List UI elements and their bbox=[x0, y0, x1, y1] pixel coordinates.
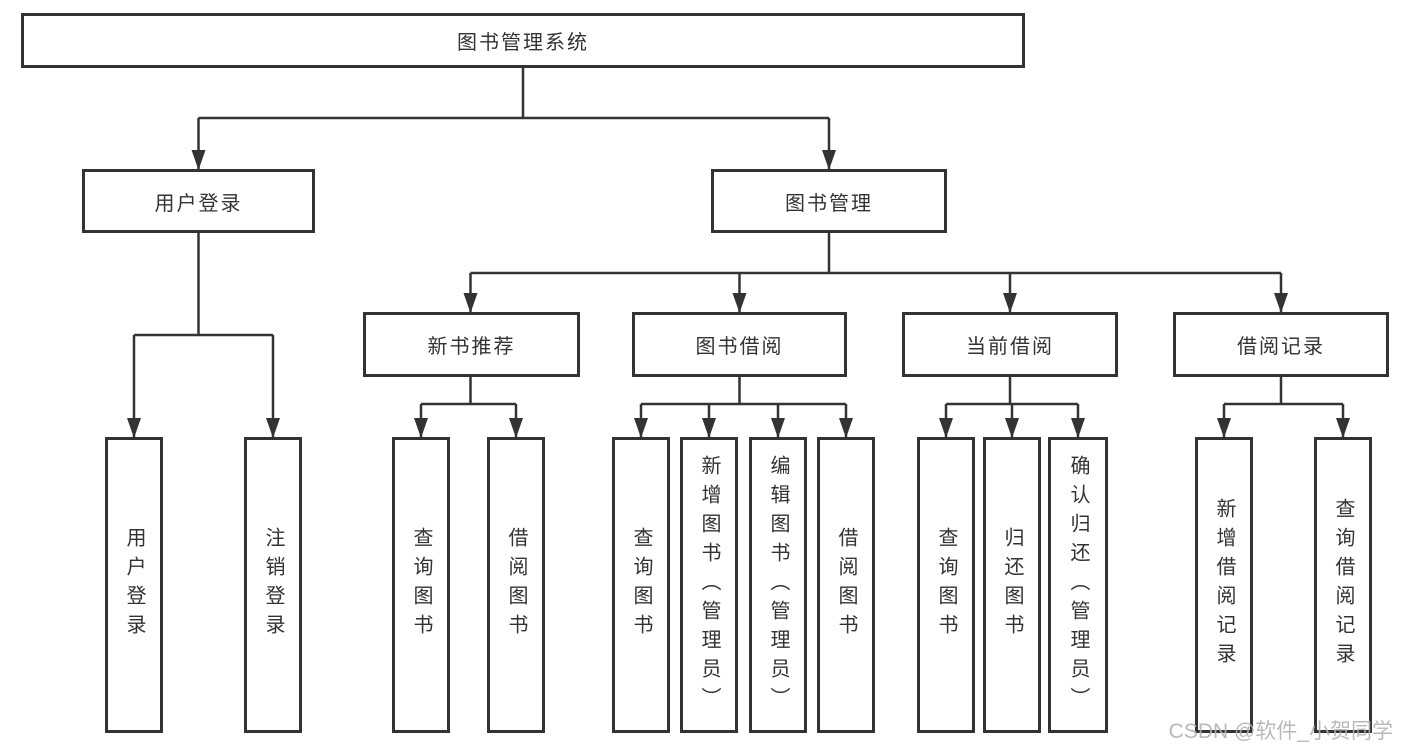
node-borrowing-records-label: 借阅记录 bbox=[1237, 336, 1325, 358]
node-current-borrowing-label: 当前借阅 bbox=[966, 336, 1054, 358]
node-borrowing-records: 借阅记录 bbox=[1173, 312, 1389, 377]
leaf-query-books-current-label: 查询图书 bbox=[935, 527, 957, 643]
node-new-book-recommend-label: 新书推荐 bbox=[427, 336, 516, 358]
node-user-login-label: 用户登录 bbox=[154, 192, 243, 215]
leaf-add-borrow-record-label: 新增借阅记录 bbox=[1213, 498, 1235, 672]
leaf-query-books-current: 查询图书 bbox=[917, 437, 975, 733]
leaf-borrow-books-borrowing-label: 借阅图书 bbox=[835, 527, 857, 643]
leaf-borrow-books-recommend-label: 借阅图书 bbox=[505, 527, 527, 643]
leaf-return-books: 归还图书 bbox=[983, 437, 1041, 733]
node-root-label: 图书管理系统 bbox=[457, 32, 589, 54]
node-book-management-label: 图书管理 bbox=[785, 192, 873, 215]
leaf-add-borrow-record: 新增借阅记录 bbox=[1195, 437, 1253, 733]
leaf-query-books-recommend-label: 查询图书 bbox=[410, 527, 432, 643]
leaf-logout-label: 注销登录 bbox=[262, 527, 284, 643]
leaf-query-borrow-record-label: 查询借阅记录 bbox=[1332, 498, 1354, 672]
node-new-book-recommend: 新书推荐 bbox=[363, 312, 580, 377]
leaf-user-login: 用户登录 bbox=[105, 437, 163, 733]
leaf-edit-books-admin: 编辑图书（管理员） bbox=[749, 437, 807, 733]
leaf-user-login-label: 用户登录 bbox=[123, 527, 145, 643]
leaf-query-books-borrowing: 查询图书 bbox=[612, 437, 670, 733]
node-root: 图书管理系统 bbox=[21, 13, 1025, 68]
leaf-logout: 注销登录 bbox=[244, 437, 302, 733]
node-book-borrowing: 图书借阅 bbox=[632, 312, 847, 377]
node-book-borrowing-label: 图书借阅 bbox=[695, 336, 784, 358]
csdn-watermark: CSDN @软件_小贺同学 bbox=[1168, 720, 1393, 743]
leaf-confirm-return-admin: 确认归还（管理员） bbox=[1048, 437, 1108, 733]
leaf-borrow-books-recommend: 借阅图书 bbox=[487, 437, 545, 733]
leaf-edit-books-admin-label: 编辑图书（管理员） bbox=[767, 454, 789, 716]
leaf-query-books-borrowing-label: 查询图书 bbox=[630, 527, 652, 643]
leaf-query-books-recommend: 查询图书 bbox=[392, 437, 450, 733]
leaf-query-borrow-record: 查询借阅记录 bbox=[1314, 437, 1372, 733]
leaf-return-books-label: 归还图书 bbox=[1001, 527, 1023, 643]
leaf-borrow-books-borrowing: 借阅图书 bbox=[817, 437, 875, 733]
leaf-add-books-admin: 新增图书（管理员） bbox=[680, 437, 738, 733]
leaf-confirm-return-admin-label: 确认归还（管理员） bbox=[1067, 454, 1089, 716]
node-current-borrowing: 当前借阅 bbox=[902, 312, 1118, 377]
leaf-add-books-admin-label: 新增图书（管理员） bbox=[698, 454, 720, 716]
node-book-management: 图书管理 bbox=[711, 169, 947, 233]
node-user-login: 用户登录 bbox=[82, 169, 315, 233]
